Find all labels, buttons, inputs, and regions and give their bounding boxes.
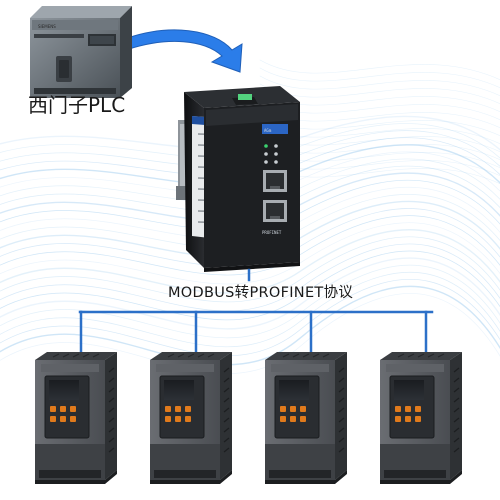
drive-button — [185, 416, 191, 422]
wave-line — [0, 279, 500, 357]
wave-line — [0, 293, 500, 375]
ethernet-port-1 — [263, 170, 287, 192]
drive-button — [70, 416, 76, 422]
wave-line — [0, 243, 500, 312]
drive-button — [280, 406, 286, 412]
plc-brand-label: SIEMENS — [38, 24, 56, 29]
wave-line — [0, 250, 500, 321]
gateway-port-label: PROFINET — [262, 230, 282, 235]
plc-caption: 西门子PLC — [28, 93, 125, 117]
wave-line — [259, 75, 500, 97]
soft-starter-drive-icon — [35, 352, 117, 484]
status-leds — [264, 144, 278, 164]
drive-button — [280, 416, 286, 422]
bus-network — [78, 268, 434, 356]
drive-button — [175, 416, 181, 422]
drive-button — [395, 416, 401, 422]
siemens-plc-icon: SIEMENS — [30, 6, 132, 98]
wave-line — [0, 257, 500, 330]
soft-starter-drive-icon — [380, 352, 462, 484]
drive-row — [35, 352, 462, 484]
soft-starter-drive-icon — [150, 352, 232, 484]
wave-line — [0, 229, 500, 294]
curved-arrow-icon — [121, 29, 243, 73]
drive-button — [405, 406, 411, 412]
wave-line — [0, 222, 500, 285]
drive-button — [415, 416, 421, 422]
protocol-caption: MODBUS转PROFINET协议 — [168, 284, 353, 301]
wave-line — [0, 264, 500, 339]
drive-button — [290, 416, 296, 422]
wave-line — [0, 236, 500, 303]
wave-line — [259, 59, 500, 81]
gateway-logo: AGm — [264, 128, 272, 133]
drive-button — [405, 416, 411, 422]
wave-line — [259, 67, 500, 89]
drive-button — [165, 406, 171, 412]
wave-line — [0, 285, 500, 366]
ethernet-port-2 — [263, 200, 287, 222]
drive-button — [60, 416, 66, 422]
drive-button — [300, 406, 306, 412]
drive-button — [175, 406, 181, 412]
drive-button — [50, 406, 56, 412]
drive-button — [290, 406, 296, 412]
drive-button — [185, 406, 191, 412]
drive-button — [50, 416, 56, 422]
drive-button — [60, 406, 66, 412]
wave-line — [0, 272, 500, 348]
drive-button — [70, 406, 76, 412]
soft-starter-drive-icon — [265, 352, 347, 484]
drive-button — [300, 416, 306, 422]
drive-button — [415, 406, 421, 412]
protocol-gateway-icon: AGm PROFINET — [184, 86, 300, 272]
drive-button — [395, 406, 401, 412]
drive-button — [165, 416, 171, 422]
